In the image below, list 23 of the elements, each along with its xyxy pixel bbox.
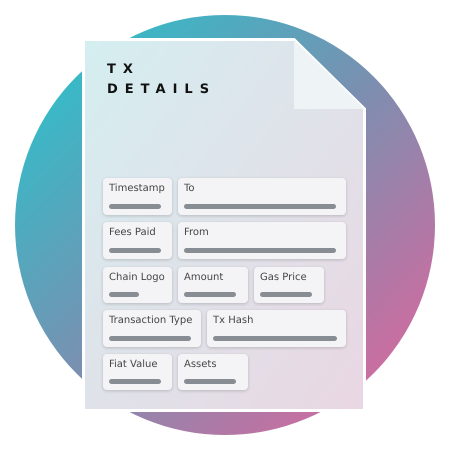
field-card [103,354,172,390]
field-label: Transaction Type [109,315,192,326]
field-card [103,178,172,215]
field-card [178,267,248,303]
field-label: Assets [184,359,217,370]
field-label: Gas Price [260,272,307,283]
field-label: Fiat Value [109,359,158,370]
field-card [103,267,172,303]
field-card [103,310,201,347]
field-card [178,178,346,215]
field-card [103,222,172,259]
field-label: Amount [184,272,224,283]
field-label: To [184,183,195,194]
field-card [178,222,346,259]
field-card [254,267,324,303]
field-label: Chain Logo [109,272,165,283]
field-card [178,354,248,390]
document-title: TX DETAILS [107,61,218,99]
field-label: From [184,227,209,238]
field-label: Timestamp [109,183,165,194]
field-label: Tx Hash [213,315,254,326]
field-label: Fees Paid [109,227,156,238]
field-card [207,310,346,347]
